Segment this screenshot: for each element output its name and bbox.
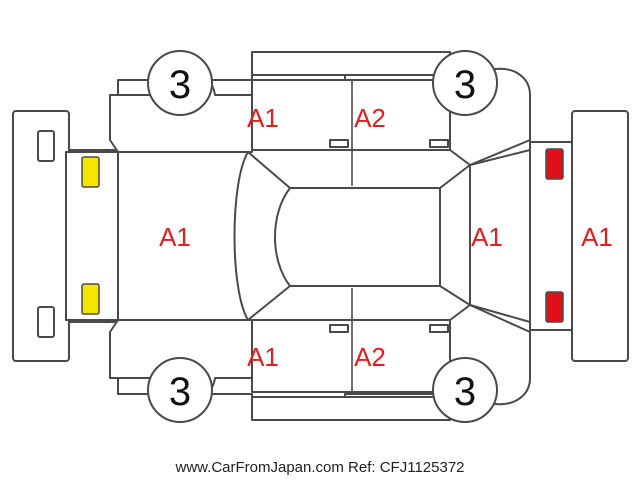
lower-front-handle (329, 324, 349, 333)
tire-rear-left-grade: 3 (454, 63, 476, 107)
hood-panel (117, 151, 249, 321)
taillight-right (545, 291, 564, 323)
upper-front-handle (329, 139, 349, 148)
taillight-left (545, 148, 564, 180)
tire-rear-right-grade: 3 (454, 370, 476, 414)
upper-rear-handle (429, 139, 449, 148)
tire-front-left-grade: 3 (169, 63, 191, 107)
tire-rear-right: 3 (432, 357, 498, 423)
damage-trunk-lid: A1 (471, 222, 503, 252)
damage-rear-left-door: A2 (354, 103, 386, 133)
lower-roof-rail (251, 396, 451, 421)
front-bumper-notch-bottom (37, 306, 55, 338)
tire-front-right-grade: 3 (169, 370, 191, 414)
lower-rear-handle (429, 324, 449, 333)
headlight-left (81, 156, 100, 188)
tire-front-left: 3 (147, 50, 213, 116)
source-reference: www.CarFromJapan.com Ref: CFJ1125372 (175, 459, 465, 476)
upper-roof-rail (251, 51, 451, 76)
front-bumper-notch-top (37, 130, 55, 162)
lower-doors (251, 319, 451, 393)
upper-doors (251, 79, 451, 151)
tire-rear-left: 3 (432, 50, 498, 116)
tire-front-right: 3 (147, 357, 213, 423)
headlight-right (81, 283, 100, 315)
damage-rear-right-door: A2 (354, 342, 386, 372)
damage-hood: A1 (159, 222, 191, 252)
damage-rear-bumper: A1 (581, 222, 613, 252)
roof-panel (274, 187, 441, 287)
damage-front-right-door: A1 (247, 342, 279, 372)
damage-front-left-door: A1 (247, 103, 279, 133)
